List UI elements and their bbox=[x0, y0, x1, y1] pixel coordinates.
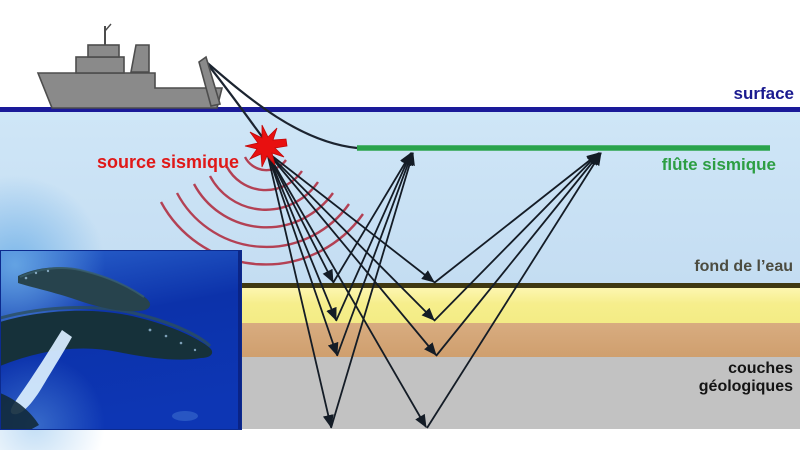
whale-speckles bbox=[24, 269, 197, 352]
streamer-label: flûte sismique bbox=[661, 155, 776, 174]
shockwave-arcs bbox=[159, 156, 364, 266]
surface-label: surface bbox=[733, 84, 794, 103]
survey-vessel-icon bbox=[36, 23, 224, 109]
humpback-whales-underwater-photo bbox=[0, 175, 242, 450]
geology-label: couches géologiques bbox=[699, 360, 793, 396]
bottom-margin bbox=[0, 429, 800, 450]
whale-flipper bbox=[10, 330, 72, 415]
ship-antenna bbox=[104, 23, 112, 32]
ship-stern-boom bbox=[198, 55, 222, 107]
whale-fluke bbox=[0, 393, 39, 430]
reflected-rays bbox=[330, 152, 602, 429]
geology-label-line1: couches bbox=[728, 360, 793, 377]
calf-whale bbox=[18, 267, 151, 312]
ship-funnel bbox=[130, 44, 150, 73]
ship-bridge bbox=[87, 44, 120, 58]
source-label: source sismique bbox=[97, 152, 240, 172]
seismic-burst-icon bbox=[244, 124, 288, 168]
geology-label-line2: géologiques bbox=[698, 378, 793, 395]
downgoing-rays bbox=[266, 151, 437, 428]
sea-surface-line bbox=[0, 107, 800, 112]
ship-hull bbox=[36, 72, 224, 109]
source-cable bbox=[203, 59, 264, 139]
seafloor-label: fond de l’eau bbox=[694, 258, 793, 275]
streamer-cable bbox=[203, 59, 358, 150]
ship-deckhouse bbox=[75, 56, 125, 74]
mother-whale bbox=[0, 310, 213, 366]
tow-cables bbox=[203, 59, 358, 150]
